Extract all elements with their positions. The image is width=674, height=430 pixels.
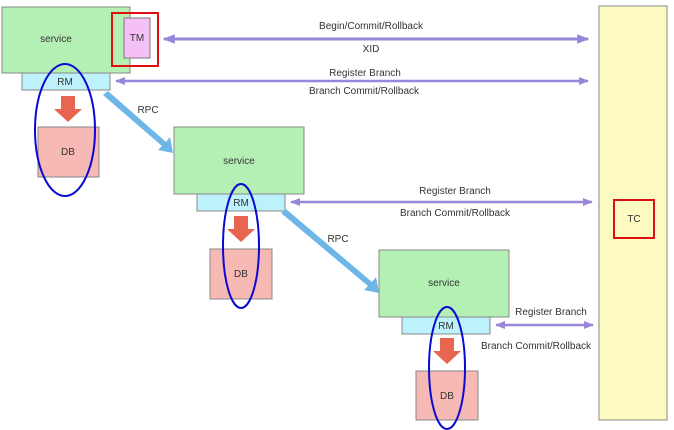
rpc-arrow-1 [103, 91, 173, 153]
rpc-arrow-2 [281, 209, 379, 293]
rm-label-1: RM [57, 77, 73, 88]
db-label-3: DB [440, 391, 454, 402]
rm-tc-label-top-1: Register Branch [329, 68, 401, 79]
rm-db-highlight-2 [222, 183, 260, 309]
service-label-2: service [223, 156, 255, 167]
service-label-3: service [428, 278, 460, 289]
db-arrow-icon-2 [227, 216, 255, 242]
tm-box [123, 17, 151, 59]
rpc-label-1: RPC [137, 105, 158, 116]
rm-label-3: RM [438, 321, 454, 332]
rm-label-2: RM [233, 198, 249, 209]
db-box-1 [37, 126, 100, 178]
rm-db-highlight-3 [428, 306, 466, 430]
tm-tc-label-bottom: XID [363, 44, 380, 55]
db-arrow-icon-1 [54, 96, 82, 122]
rm-db-highlight-1 [34, 63, 96, 197]
rm-tc-label-top-3: Register Branch [515, 307, 587, 318]
rm-tc-label-bottom-1: Branch Commit/Rollback [309, 86, 420, 97]
rm-tc-label-bottom-3: Branch Commit/Rollback [481, 341, 592, 352]
tm-tc-label-top: Begin/Commit/Rollback [319, 21, 424, 32]
service-label-1: service [40, 34, 72, 45]
db-label-1: DB [61, 147, 75, 158]
tc-column [598, 5, 668, 421]
db-label-2: DB [234, 269, 248, 280]
db-arrow-icon-3 [433, 338, 461, 364]
db-box-3 [415, 370, 479, 421]
tm-label: TM [130, 33, 144, 44]
rm-tc-label-top-2: Register Branch [419, 186, 491, 197]
rm-tc-label-bottom-2: Branch Commit/Rollback [400, 208, 511, 219]
tc-highlight-box [613, 199, 655, 239]
service-box-3 [378, 249, 510, 318]
service-box-1 [1, 6, 131, 74]
service-box-2 [173, 126, 305, 195]
tm-highlight-box [111, 12, 159, 67]
rpc-label-2: RPC [327, 234, 348, 245]
tc-label: TC [627, 214, 640, 225]
db-box-2 [209, 248, 273, 300]
